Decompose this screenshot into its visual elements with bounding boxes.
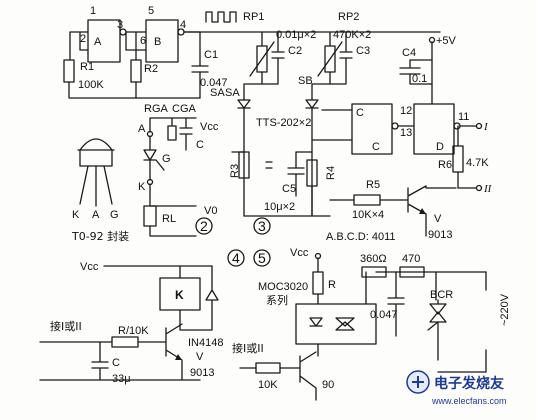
photo-resistor-network: RP1 0.01μ×2 RP2 470K×2 C2 C3 SA SB TTS-2… bbox=[225, 11, 371, 217]
svg-text:4: 4 bbox=[232, 250, 240, 266]
svg-text:RP2: RP2 bbox=[338, 11, 359, 23]
svg-text:C5: C5 bbox=[282, 183, 296, 195]
watermark-logo: 电子发烧友 www.elecfans.com bbox=[406, 370, 507, 406]
svg-text:T0-92 封装: T0-92 封装 bbox=[71, 229, 129, 243]
svg-text:A: A bbox=[94, 36, 102, 48]
svg-text:2: 2 bbox=[200, 218, 208, 234]
svg-text:9013: 9013 bbox=[190, 367, 214, 379]
svg-text:10K×4: 10K×4 bbox=[352, 209, 384, 221]
svg-text:360Ω: 360Ω bbox=[360, 253, 387, 265]
svg-text:3: 3 bbox=[258, 218, 266, 234]
svg-text:MOC3020: MOC3020 bbox=[258, 281, 308, 293]
svg-text:5: 5 bbox=[148, 5, 154, 17]
svg-text:90: 90 bbox=[322, 379, 334, 391]
svg-text:A: A bbox=[138, 123, 146, 135]
svg-text:G: G bbox=[110, 209, 119, 221]
svg-text:C2: C2 bbox=[288, 45, 302, 57]
svg-text:10μ×2: 10μ×2 bbox=[264, 201, 295, 213]
svg-text:470: 470 bbox=[402, 253, 420, 265]
svg-text:33μ: 33μ bbox=[112, 373, 131, 385]
svg-text:R6: R6 bbox=[438, 159, 452, 171]
svg-text:5: 5 bbox=[258, 250, 266, 266]
svg-text:Vcc: Vcc bbox=[200, 121, 219, 133]
svg-text:R: R bbox=[328, 279, 336, 291]
svg-text:13: 13 bbox=[400, 127, 412, 139]
svg-text:IN4148: IN4148 bbox=[188, 337, 223, 349]
svg-text:V0: V0 bbox=[204, 205, 217, 217]
svg-text:K: K bbox=[138, 181, 146, 193]
svg-text:G: G bbox=[162, 153, 171, 165]
svg-text:R1: R1 bbox=[80, 61, 94, 73]
svg-text:+5V: +5V bbox=[436, 35, 457, 47]
svg-text:470K×2: 470K×2 bbox=[333, 29, 371, 41]
svg-text:11: 11 bbox=[458, 111, 469, 123]
svg-text:4: 4 bbox=[180, 19, 186, 31]
svg-text:V: V bbox=[196, 351, 204, 363]
moc3020-triac: Vcc R MOC3020 系列 360Ω 470 0.047 BCR ~220… bbox=[232, 247, 511, 401]
svg-text:6: 6 bbox=[140, 35, 146, 47]
svg-text:SA: SA bbox=[225, 87, 240, 99]
svg-text:TTS-202×2: TTS-202×2 bbox=[256, 117, 311, 129]
svg-text:R2: R2 bbox=[144, 63, 158, 75]
svg-text:RL: RL bbox=[162, 213, 176, 225]
svg-text:2: 2 bbox=[80, 33, 86, 45]
svg-text:II: II bbox=[483, 183, 493, 195]
svg-text:R/10K: R/10K bbox=[118, 325, 149, 337]
svg-text:A: A bbox=[92, 209, 100, 221]
svg-text:www.elecfans.com: www.elecfans.com bbox=[431, 396, 507, 406]
svg-text:10K: 10K bbox=[258, 379, 278, 391]
svg-text:C: C bbox=[196, 139, 204, 151]
svg-text:~220V: ~220V bbox=[499, 293, 511, 326]
nand-oscillator: A 1 2 3 B 5 6 4 R1 100K R2 C1 0.047 SA bbox=[63, 5, 441, 99]
svg-text:电子发烧友: 电子发烧友 bbox=[434, 375, 504, 392]
svg-text:CGA: CGA bbox=[172, 103, 197, 115]
svg-text:C: C bbox=[356, 107, 364, 119]
svg-text:系列: 系列 bbox=[266, 293, 288, 307]
svg-text:C1: C1 bbox=[204, 49, 218, 61]
svg-text:SB: SB bbox=[298, 75, 313, 87]
svg-text:3: 3 bbox=[117, 19, 123, 31]
svg-text:0.047: 0.047 bbox=[200, 77, 228, 89]
svg-text:K: K bbox=[175, 288, 184, 302]
scr-trigger-circuit: RGA CGA A Vcc C G K RL V0 2 bbox=[138, 103, 219, 237]
svg-text:BCR: BCR bbox=[430, 289, 453, 301]
svg-text:1: 1 bbox=[90, 5, 96, 17]
svg-text:C: C bbox=[372, 141, 380, 153]
svg-text:R4: R4 bbox=[325, 166, 337, 180]
scr-package: K A G T0-92 封装 bbox=[71, 138, 129, 243]
svg-text:D: D bbox=[436, 141, 444, 153]
svg-text:12: 12 bbox=[400, 105, 412, 117]
svg-text:C: C bbox=[112, 357, 120, 369]
relay-driver: Vcc 4 5 K IN4148 接I或II R/10K C 33μ V 901… bbox=[39, 249, 271, 385]
svg-text:0.047: 0.047 bbox=[370, 309, 398, 321]
svg-text:B: B bbox=[154, 36, 161, 48]
svg-text:C3: C3 bbox=[356, 45, 370, 57]
svg-text:I: I bbox=[483, 121, 489, 133]
svg-text:RGA: RGA bbox=[144, 103, 169, 115]
svg-text:R5: R5 bbox=[366, 179, 380, 191]
svg-text:R3: R3 bbox=[229, 164, 241, 178]
svg-text:C4: C4 bbox=[402, 47, 416, 59]
nand-gates-cd: +5V C4 0.1 C C 12 13 D 11 I R6 4.7K II bbox=[321, 35, 493, 195]
svg-text:K: K bbox=[72, 209, 80, 221]
svg-text:RP1: RP1 bbox=[243, 11, 264, 23]
detector-stage: R3 C5 10μ×2 R4 R5 10K×4 V 9013 A.B.C.D: … bbox=[229, 151, 457, 243]
svg-text:4.7K: 4.7K bbox=[466, 157, 489, 169]
svg-text:9013: 9013 bbox=[428, 229, 452, 241]
svg-text:0.01μ×2: 0.01μ×2 bbox=[276, 29, 316, 41]
svg-text:接I或II: 接I或II bbox=[50, 320, 82, 333]
svg-text:Vcc: Vcc bbox=[80, 261, 99, 273]
svg-text:SA: SA bbox=[210, 87, 225, 99]
svg-text:Vcc: Vcc bbox=[290, 247, 309, 259]
svg-text:A.B.C.D: 4011: A.B.C.D: 4011 bbox=[326, 231, 396, 243]
svg-text:0.1: 0.1 bbox=[412, 73, 427, 85]
svg-text:V: V bbox=[434, 213, 442, 225]
svg-text:接I或II: 接I或II bbox=[232, 342, 264, 355]
svg-text:100K: 100K bbox=[78, 79, 104, 91]
